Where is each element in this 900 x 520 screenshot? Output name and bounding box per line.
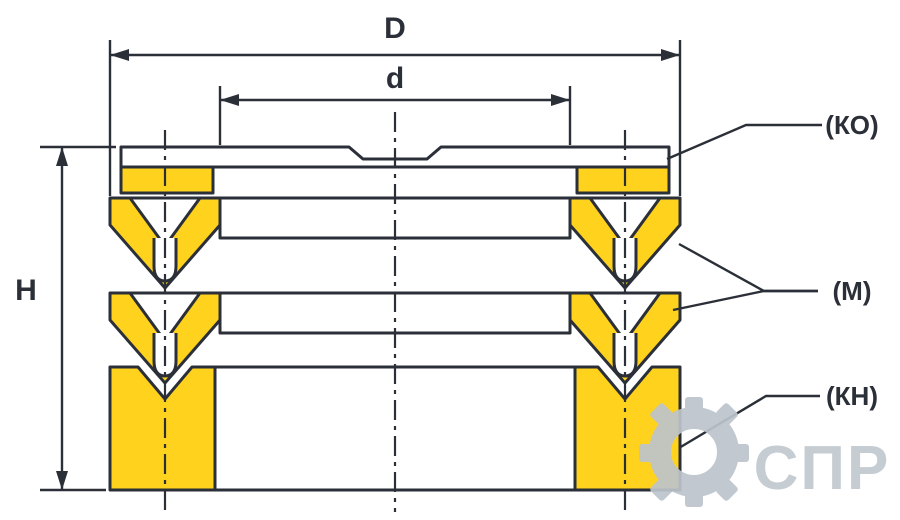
leader-top-ring <box>666 123 822 161</box>
top-ring-left-block <box>119 165 215 195</box>
label-top-ring: (КО) <box>825 110 878 140</box>
centerlines <box>163 112 627 512</box>
watermark-text: СПР <box>754 434 891 503</box>
watermark: СПР <box>639 397 891 507</box>
dimension-d-label: d <box>386 62 404 95</box>
label-seal-rings: (М) <box>833 276 872 306</box>
dimension-D: D <box>108 12 682 196</box>
dimension-H-arrow-top <box>56 147 68 166</box>
top-support-ring <box>119 145 671 195</box>
dimension-d-arrow-right <box>551 94 570 106</box>
dimension-H-label: H <box>15 274 37 307</box>
dimension-H-arrow-bottom <box>56 471 68 490</box>
callouts: (КО) (М) (КН) <box>666 110 879 450</box>
leader-seal-ring-1 <box>678 242 818 293</box>
leader-seal-ring-2 <box>672 289 818 312</box>
dimension-D-arrow-right <box>661 49 680 61</box>
top-ring-right-block <box>575 165 671 195</box>
top-ring-band <box>119 145 671 169</box>
bottom-ring-left-block <box>108 365 217 492</box>
gear-icon <box>639 397 749 507</box>
dimension-d-arrow-left <box>220 94 239 106</box>
dimension-d: d <box>218 62 572 145</box>
label-bottom-ring: (КН) <box>826 381 878 411</box>
dimension-D-label: D <box>384 12 406 45</box>
dimension-H: H <box>15 145 116 492</box>
dimension-D-arrow-left <box>110 49 129 61</box>
